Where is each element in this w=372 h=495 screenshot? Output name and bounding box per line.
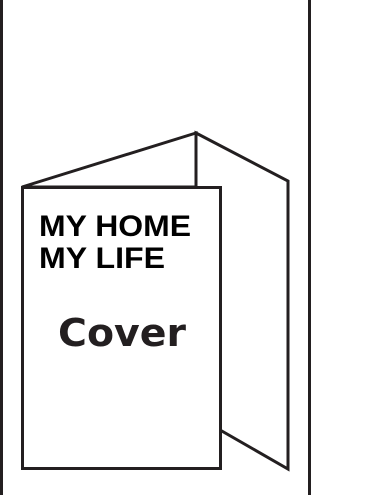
cover-panel-label: Cover xyxy=(58,311,186,355)
cover-title-line-2: MY LIFE xyxy=(39,242,165,275)
cover-title-line-1: MY HOME xyxy=(39,210,191,243)
